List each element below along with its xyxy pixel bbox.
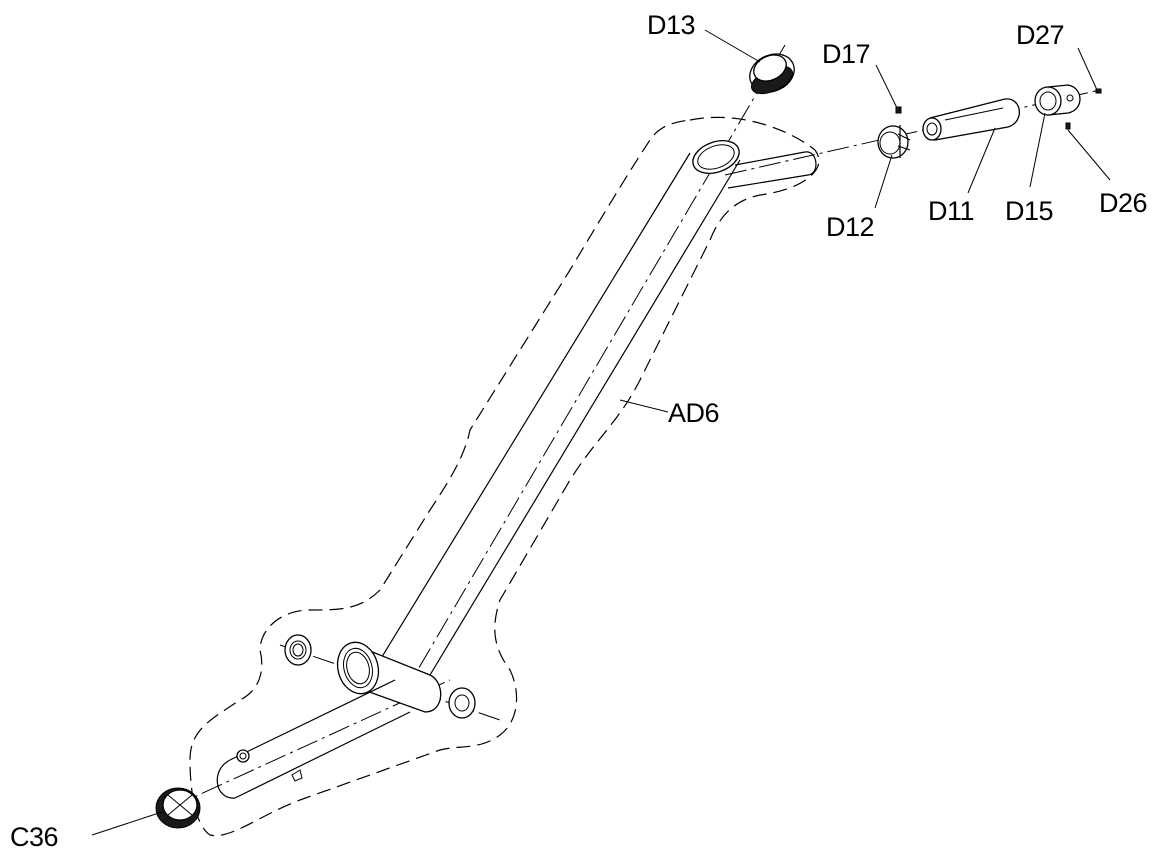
part-d12-cap (877, 125, 911, 159)
label-d12: D12 (826, 212, 874, 242)
upright-tube (379, 140, 741, 676)
leader-c36 (91, 811, 163, 836)
label-ad6: AD6 (668, 398, 719, 428)
leader-d12 (874, 154, 893, 209)
label-d11: D11 (928, 196, 974, 226)
label-d17: D17 (822, 39, 870, 69)
label-d26: D26 (1099, 188, 1147, 218)
base-arm-tube (216, 679, 411, 799)
part-d11-grip (922, 98, 1020, 141)
part-d17-screw (895, 106, 902, 114)
assembly-boundary-ad6 (189, 116, 820, 837)
part-c36-end-cap (155, 787, 201, 829)
pivot-housing (336, 641, 442, 713)
part-d26-screw (1065, 122, 1071, 130)
part-d27-screw (1095, 88, 1102, 94)
part-d13-end-cap (749, 53, 795, 95)
label-d15: D15 (1005, 196, 1053, 226)
leader-d27 (1077, 47, 1098, 91)
label-c36: C36 (10, 822, 58, 852)
leader-d15 (1029, 112, 1046, 188)
part-d15-collar (1034, 84, 1081, 116)
leader-d13 (704, 29, 761, 63)
leader-ad6 (619, 399, 669, 413)
leader-d26 (1067, 129, 1111, 181)
handle-stub-tube (727, 151, 817, 189)
label-d13: D13 (647, 10, 695, 40)
leader-d11 (967, 127, 996, 194)
pivot-bushing-left (284, 634, 312, 666)
pivot-bushing-right (448, 687, 476, 719)
label-d27: D27 (1016, 20, 1064, 50)
leader-d17 (875, 64, 898, 109)
